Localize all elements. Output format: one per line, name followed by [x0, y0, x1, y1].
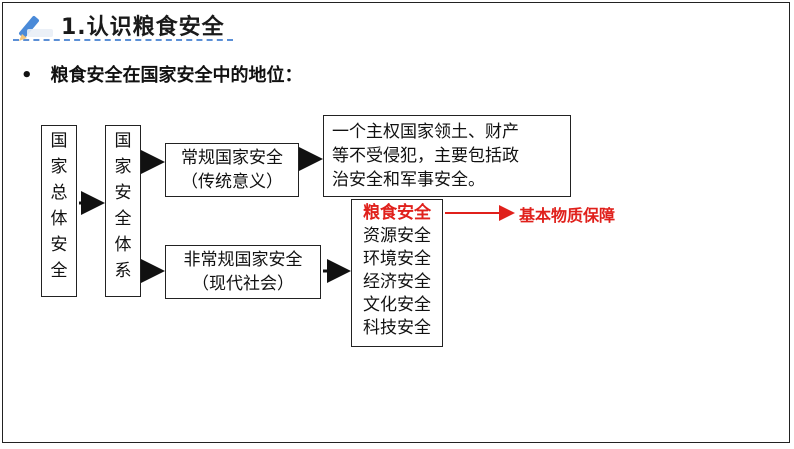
nonconventional-line1: 非常规国家安全: [183, 250, 303, 270]
description-line2: 等不受侵犯，主要包括政: [332, 146, 519, 166]
conventional-line1: 常规国家安全: [181, 148, 283, 168]
overall-char: 全: [50, 261, 68, 281]
overall-char: 家: [50, 157, 68, 177]
system-char: 系: [114, 261, 132, 281]
list-item: 环境安全: [363, 249, 431, 269]
overall-char: 总: [50, 183, 68, 203]
list-item-food-security: 粮食安全: [363, 203, 431, 223]
overall-security-box: 国 家 总 体 安 全: [41, 125, 77, 297]
system-char: 体: [114, 235, 132, 255]
description-line1: 一个主权国家领土、财产: [332, 122, 519, 142]
bullet-text: 粮食安全在国家安全中的地位：: [50, 65, 303, 86]
description-line3: 治安全和军事安全。: [332, 170, 485, 190]
conventional-security-box: 常规国家安全 （传统意义）: [165, 143, 299, 197]
nonconventional-security-box: 非常规国家安全 （现代社会）: [165, 245, 321, 299]
food-security-role-label: 基本物质保障: [519, 206, 616, 225]
list-item: 经济安全: [363, 272, 431, 292]
overall-char: 体: [50, 209, 68, 229]
bullet-line: • 粮食安全在国家安全中的地位：: [21, 61, 303, 87]
nonconventional-line2: （现代社会）: [192, 274, 294, 294]
system-char: 国: [114, 131, 132, 151]
list-item: 科技安全: [363, 318, 431, 338]
diagram-arrows: [79, 147, 515, 283]
page-title: 1.认识粮食安全: [61, 15, 225, 40]
overall-char: 安: [50, 235, 68, 255]
system-char: 全: [114, 209, 132, 229]
conventional-line2: （传统意义）: [181, 172, 283, 192]
system-char: 家: [114, 157, 132, 177]
overall-char: 国: [50, 131, 68, 151]
title-bar: 1.认识粮食安全: [13, 9, 233, 41]
conventional-description-box: 一个主权国家领土、财产 等不受侵犯，主要包括政 治安全和军事安全。: [323, 115, 571, 197]
nonconventional-list-box: 粮食安全 资源安全 环境安全 经济安全 文化安全 科技安全: [351, 199, 443, 347]
bullet-marker: •: [21, 65, 33, 86]
slide: 1.认识粮食安全 • 粮食安全在国家安全中的地位： 国 家 总 体 安 全 国 家…: [2, 2, 790, 443]
list-item: 资源安全: [363, 226, 431, 246]
list-item: 文化安全: [363, 295, 431, 315]
system-char: 安: [114, 183, 132, 203]
pencil-icon: [19, 16, 53, 41]
security-system-box: 国 家 安 全 体 系: [105, 125, 141, 297]
